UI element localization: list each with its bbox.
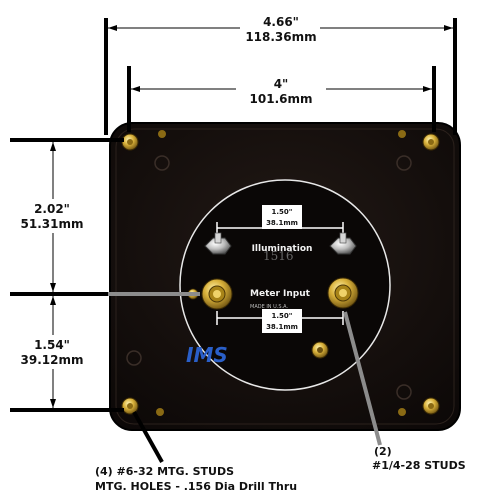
meter-input-terminal-left bbox=[201, 278, 233, 310]
corner-hole-rings bbox=[126, 155, 412, 400]
meter-input-label: Meter Input bbox=[250, 289, 311, 299]
upper-spacing-mm: 51.31mm bbox=[21, 217, 84, 231]
panel-width-dimension: 4" 101.6mm bbox=[131, 76, 432, 108]
center-cover bbox=[179, 179, 391, 391]
meter-input-terminal-right bbox=[327, 277, 359, 309]
terminal-count-note: (2) bbox=[374, 445, 392, 458]
meter-input-dimension: 1.50" 38.1mm bbox=[216, 309, 344, 333]
lower-spacing-in: 1.54" bbox=[34, 338, 70, 352]
ims-logo: IMS bbox=[186, 343, 228, 367]
overall-width-in: 4.66" bbox=[263, 15, 299, 29]
mtg-stud-top-left bbox=[121, 133, 139, 151]
upper-spacing-in: 2.02" bbox=[34, 202, 70, 216]
upper-spacing-dimension: 2.02" 51.31mm bbox=[14, 142, 92, 292]
meter-body-bevel bbox=[115, 128, 455, 425]
mtg-stud-leader bbox=[132, 411, 164, 463]
mtg-stud-top-right bbox=[422, 133, 440, 151]
faded-number: 1516 bbox=[263, 249, 294, 263]
panel-width-mm: 101.6mm bbox=[250, 92, 313, 106]
mtg-stud-bottom-right bbox=[422, 397, 440, 415]
mtg-studs-note-line2: MTG. HOLES - .156 Dia Drill Thru bbox=[95, 480, 297, 493]
illumination-label: Illumination bbox=[252, 244, 313, 254]
meter-spacing-in: 1.50" bbox=[272, 312, 293, 320]
mtg-studs-note-line1: (4) #6-32 MTG. STUDS bbox=[95, 465, 234, 478]
illum-spacing-in: 1.50" bbox=[272, 208, 293, 216]
overall-width-mm: 118.36mm bbox=[245, 30, 316, 44]
zero-adjust-screw bbox=[311, 341, 329, 359]
overall-width-dimension: 4.66" 118.36mm bbox=[108, 14, 453, 46]
brass-rivets bbox=[156, 130, 406, 416]
illum-spacing-mm: 38.1mm bbox=[266, 219, 298, 227]
illumination-terminal-left bbox=[204, 232, 232, 255]
extension-lines-horizontal bbox=[10, 138, 124, 412]
terminal-studs-note: #1/4-28 STUDS bbox=[372, 459, 466, 472]
panel-width-in: 4" bbox=[274, 77, 289, 91]
mtg-stud-bottom-left bbox=[121, 397, 139, 415]
made-in-stamp: MADE IN U.S.A. bbox=[250, 304, 288, 310]
lower-spacing-mm: 39.12mm bbox=[21, 353, 84, 367]
illumination-terminal-right bbox=[329, 232, 357, 255]
meter-spacing-mm: 38.1mm bbox=[266, 323, 298, 331]
lower-spacing-dimension: 1.54" 39.12mm bbox=[14, 296, 92, 408]
terminal-stud-leader bbox=[343, 311, 382, 446]
extension-lines-vertical bbox=[104, 18, 457, 135]
